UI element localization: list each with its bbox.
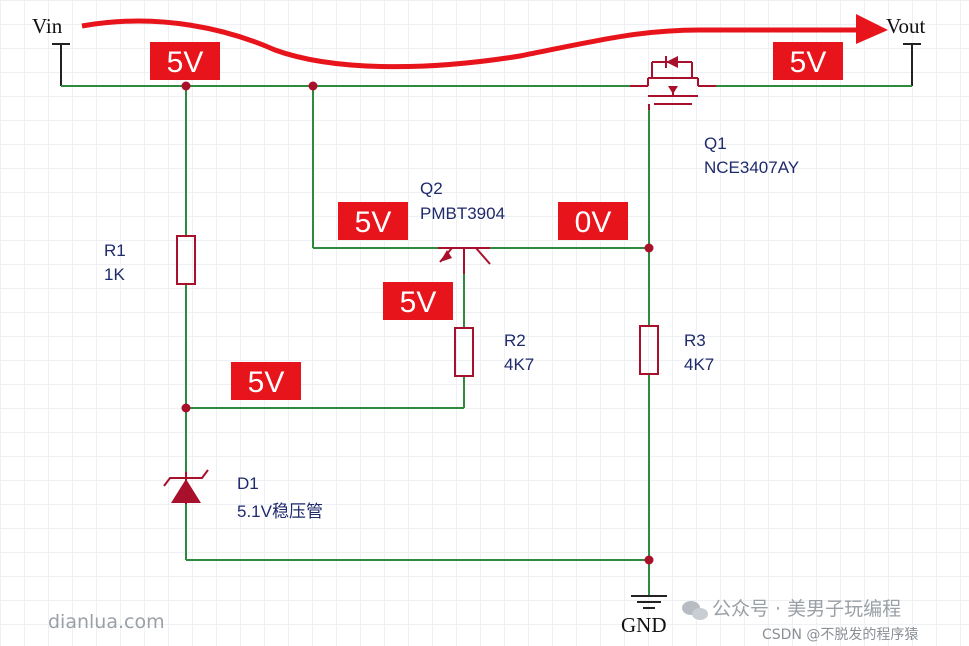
resistor-r1 — [176, 235, 196, 285]
svg-text:0V: 0V — [575, 206, 612, 239]
r1-ref: R1 — [104, 241, 126, 260]
ground-symbol — [631, 595, 667, 609]
voltage-tag-vout: 5V — [773, 42, 843, 80]
d1-value: 5.1V稳压管 — [237, 502, 323, 521]
vin-terminal — [52, 43, 70, 86]
junction-dot — [181, 403, 191, 413]
r3-value: 4K7 — [684, 355, 714, 374]
junction-dot — [308, 81, 318, 91]
d1-ref: D1 — [237, 474, 259, 493]
r3-ref: R3 — [684, 331, 706, 350]
r2-value: 4K7 — [504, 355, 534, 374]
q2-ref: Q2 — [420, 179, 443, 198]
vout-label: Vout — [886, 14, 925, 38]
voltage-tag-q2-emitter: 5V — [383, 282, 453, 320]
resistor-r2 — [454, 327, 474, 377]
junction-dot — [644, 243, 654, 253]
zener-diode-d1 — [163, 469, 209, 504]
resistor-r3 — [639, 325, 659, 375]
pmos-transistor-q1 — [630, 56, 716, 110]
voltage-tag-vin: 5V — [150, 42, 220, 80]
voltage-tag-q2-collector: 5V — [338, 202, 408, 240]
watermark-left: dianlua.com — [48, 611, 165, 633]
wires — [61, 85, 912, 596]
svg-text:5V: 5V — [400, 286, 437, 319]
q2-value: PMBT3904 — [420, 204, 505, 223]
r1-value: 1K — [104, 265, 125, 284]
q1-value: NCE3407AY — [704, 158, 799, 177]
svg-text:5V: 5V — [167, 46, 204, 79]
current-flow-arrowhead — [856, 14, 888, 44]
junction-dot — [181, 81, 191, 91]
watermark-right: 公众号 · 美男子玩编程 — [712, 598, 901, 620]
q1-ref: Q1 — [704, 134, 727, 153]
svg-text:5V: 5V — [355, 206, 392, 239]
npn-transistor-q2 — [438, 247, 491, 274]
vout-terminal — [903, 43, 921, 86]
voltage-tag-zener-node: 5V — [231, 362, 301, 400]
svg-text:5V: 5V — [248, 366, 285, 399]
junction-dot — [644, 555, 654, 565]
watermark-csdn: CSDN @不脱发的程序猿 — [762, 627, 918, 643]
vin-label: Vin — [32, 14, 63, 38]
wechat-icon — [682, 601, 708, 620]
gnd-label: GND — [621, 613, 667, 637]
r2-ref: R2 — [504, 331, 526, 350]
svg-text:5V: 5V — [790, 46, 827, 79]
voltage-tag-q1-gate: 0V — [558, 202, 628, 240]
current-flow-arrow — [81, 18, 858, 70]
